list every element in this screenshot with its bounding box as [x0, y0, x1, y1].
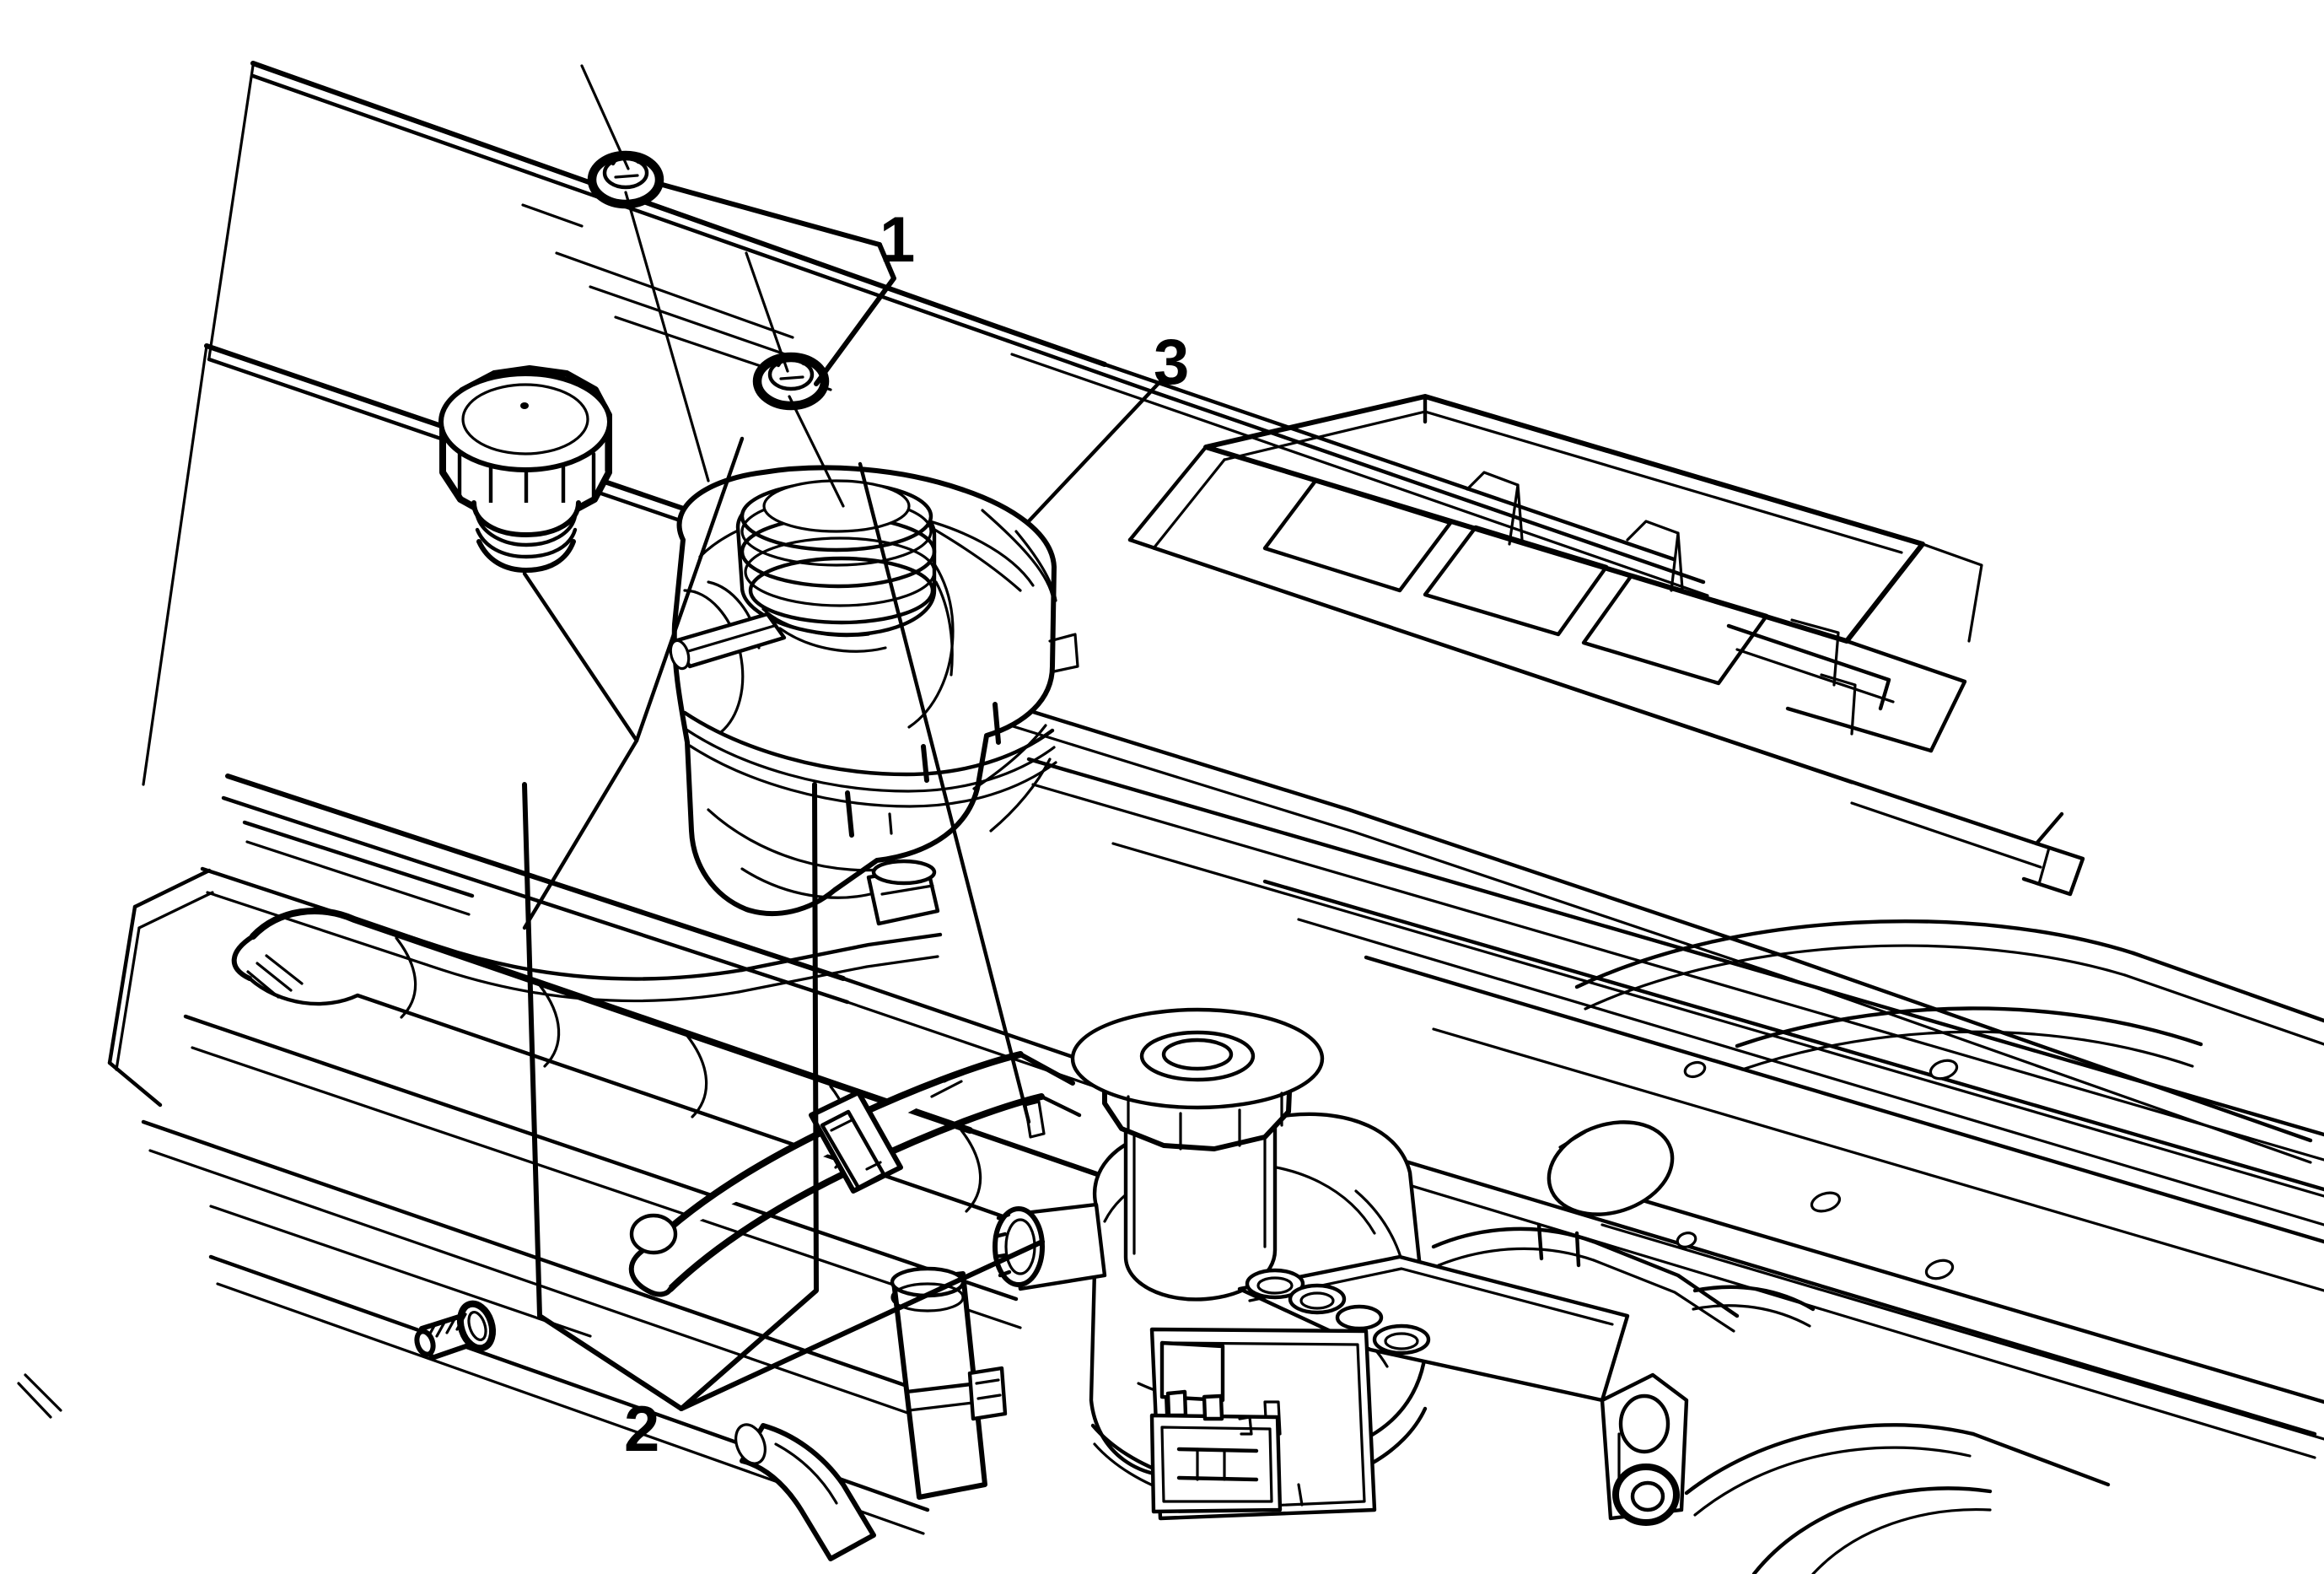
retaining-clip-upper	[587, 150, 664, 209]
tank-bottom-outlet	[866, 859, 940, 926]
lower-left-structure	[107, 820, 943, 1535]
mounting-screw	[414, 1300, 497, 1361]
coolant-surge-tank	[669, 465, 1079, 926]
retaining-clip-lower	[752, 352, 830, 411]
abs-connector	[1149, 1389, 1283, 1514]
brake-reservoir-cap	[1070, 1007, 1325, 1151]
callout-label-1: 1	[880, 204, 915, 276]
tank-outlet-nipple	[669, 612, 787, 671]
surge-tank-cap	[438, 365, 612, 573]
leader-callout-2	[522, 782, 1045, 1411]
wheelhouse-contours	[1684, 1423, 2111, 1574]
fender-rail-right	[1364, 919, 2324, 1441]
leader-callout-3	[1025, 375, 1166, 526]
inner-fender-upper-lines	[1026, 757, 2324, 1226]
corrugated-hose	[17, 908, 1124, 1419]
leader-cap-bracket	[522, 436, 745, 930]
lower-hose-connection	[734, 1266, 1008, 1561]
reservoir-side-port	[993, 1202, 1107, 1291]
upper-radiator-support	[1127, 394, 2085, 897]
leader-clip-stems	[580, 64, 845, 508]
small-hose-with-clamp	[628, 1051, 1082, 1297]
abs-hydraulic-modulator	[1149, 1222, 1816, 1526]
callout-label-3: 3	[1154, 326, 1189, 398]
callout-label-2: 2	[624, 1393, 659, 1465]
leader-tank-crossing	[858, 461, 1046, 1139]
leader-callout-1	[657, 181, 896, 386]
